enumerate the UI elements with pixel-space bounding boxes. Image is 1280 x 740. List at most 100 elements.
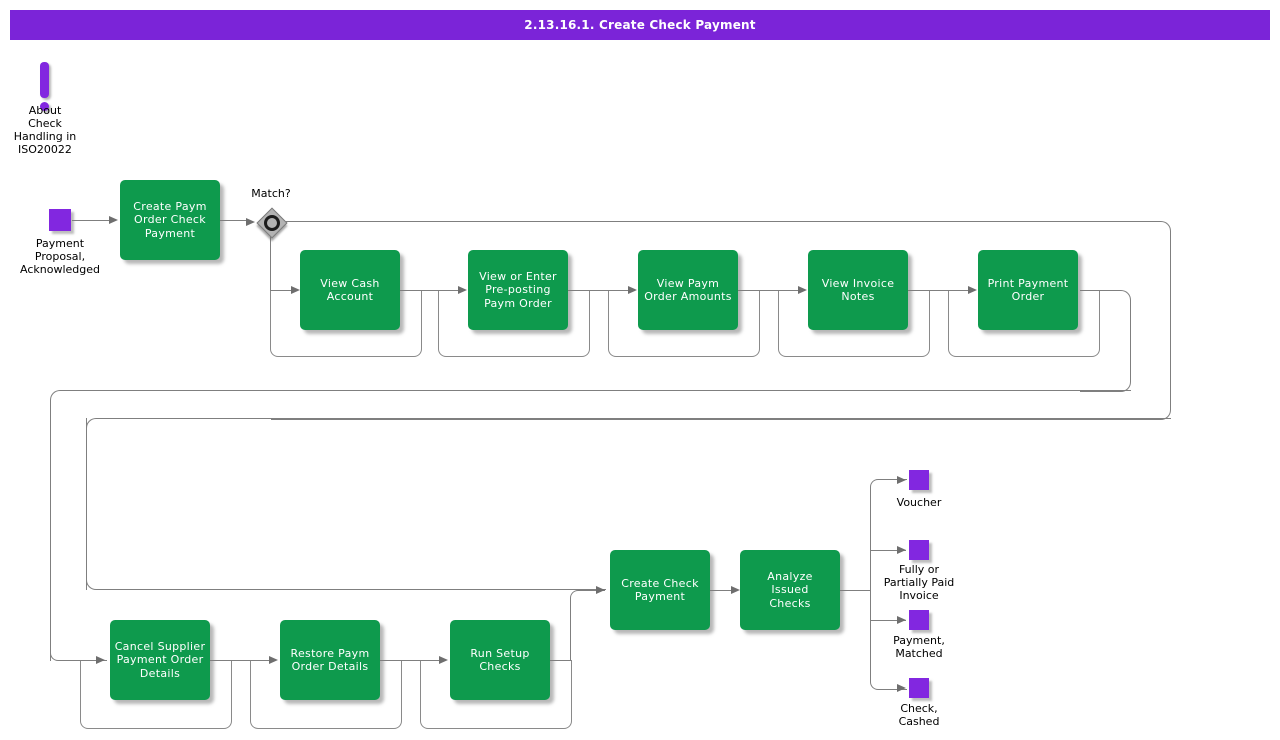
arrowhead-icon <box>596 586 605 594</box>
arrowhead-icon <box>291 286 300 294</box>
arrowhead-icon <box>628 286 637 294</box>
activity-label-line: Payment Order <box>116 653 204 667</box>
page-title: 2.13.16.1. Create Check Payment <box>524 18 756 32</box>
flow-segment <box>400 290 458 291</box>
flow-path <box>50 600 107 661</box>
activity-label-line: Run Setup <box>470 646 530 660</box>
flow-segment <box>380 660 442 661</box>
activity-label-line: Checks <box>479 660 521 673</box>
loop-connector <box>80 660 232 729</box>
end-event-square-voucher[interactable] <box>909 470 929 490</box>
flow-segment <box>550 660 570 661</box>
activity-label-line: Payment <box>144 226 196 240</box>
loop-connector <box>250 660 402 729</box>
activity-label-line: View or Enter <box>479 269 557 283</box>
arrowhead-icon <box>731 586 740 594</box>
gateway-label: Match? <box>251 187 291 200</box>
arrowhead-icon <box>897 476 906 484</box>
activity-label-line: View Cash <box>320 276 380 290</box>
activity-label-line: Cancel Supplier <box>114 639 206 653</box>
flow-segment <box>908 290 968 291</box>
end-event-square-check-cashed[interactable] <box>909 678 929 698</box>
flow-segment <box>72 220 110 221</box>
arrowhead-icon <box>897 616 906 624</box>
start-event-label-line: Proposal, <box>34 250 86 263</box>
flow-path <box>1080 290 1131 392</box>
annotation-label-line: Check <box>28 117 62 130</box>
annotation-label-line: Handling in <box>13 130 77 143</box>
end-event-label-line: Cashed <box>898 715 940 728</box>
arrowhead-icon <box>269 656 278 664</box>
loop-connector <box>948 290 1100 357</box>
activity-label-line: Notes <box>841 290 875 303</box>
activity-label-line: Order Details <box>291 660 369 673</box>
flow-path <box>271 221 1171 420</box>
flow-segment <box>870 620 906 621</box>
activity-label-line: Restore Paym <box>290 646 370 660</box>
arrowhead-icon <box>798 286 807 294</box>
flow-segment <box>270 236 271 290</box>
flow-path <box>86 418 606 590</box>
end-event-label-payment-matched: Payment,Matched <box>859 634 979 660</box>
arrowhead-icon <box>897 546 906 554</box>
activity-label-line: Payment <box>634 590 686 603</box>
activity-label-line: Order <box>1011 290 1045 303</box>
end-event-square-fully-or-partially-paid-invoice[interactable] <box>909 540 929 560</box>
end-event-label-line: Check, <box>900 702 938 715</box>
flow-segment <box>568 290 628 291</box>
arrowhead-icon <box>246 218 255 226</box>
annotation-label-line: ISO20022 <box>18 143 72 156</box>
arrowhead-icon <box>968 286 977 294</box>
flow-segment <box>210 660 270 661</box>
flow-path <box>50 390 1131 661</box>
loop-connector <box>420 660 572 729</box>
loop-connector <box>270 290 422 357</box>
end-event-label-line: Partially Paid <box>883 576 955 589</box>
activity-label-line: Create Paym <box>133 199 207 213</box>
end-event-label-check-cashed: Check,Cashed <box>859 702 979 728</box>
flow-segment <box>738 290 798 291</box>
end-event-label-line: Fully or <box>898 563 940 576</box>
flow-segment <box>870 550 906 551</box>
loop-connector <box>438 290 590 357</box>
end-event-label-line: Matched <box>895 647 943 660</box>
activity-label-line: Details <box>139 666 181 680</box>
flow-path <box>570 590 605 661</box>
loop-connector <box>778 290 930 357</box>
annotation-exclamation-icon[interactable] <box>40 62 49 98</box>
arrowhead-icon <box>458 286 467 294</box>
annotation-label-line: About <box>28 104 62 117</box>
start-event-square[interactable] <box>49 209 71 231</box>
end-event-square-payment-matched[interactable] <box>909 610 929 630</box>
activity-label-line: Create Check <box>621 576 699 590</box>
activity-label-line: Order Check <box>134 213 206 227</box>
arrowhead-icon <box>96 656 105 664</box>
flow-segment <box>840 590 870 591</box>
process-title-bar: 2.13.16.1. Create Check Payment <box>10 10 1270 40</box>
flow-path <box>870 479 907 690</box>
activity-label-line: View Invoice <box>821 276 895 290</box>
activity-label-line: Issued <box>771 583 809 597</box>
end-event-label-line: Voucher <box>896 496 942 509</box>
arrowhead-icon <box>439 656 448 664</box>
start-event-label-line: Payment <box>35 237 85 250</box>
loop-connector <box>608 290 760 357</box>
activity-label-line: Analyze <box>767 569 813 583</box>
activity-label-line: Print Payment <box>987 276 1069 290</box>
activity-label-line: Paym Order <box>484 296 552 310</box>
